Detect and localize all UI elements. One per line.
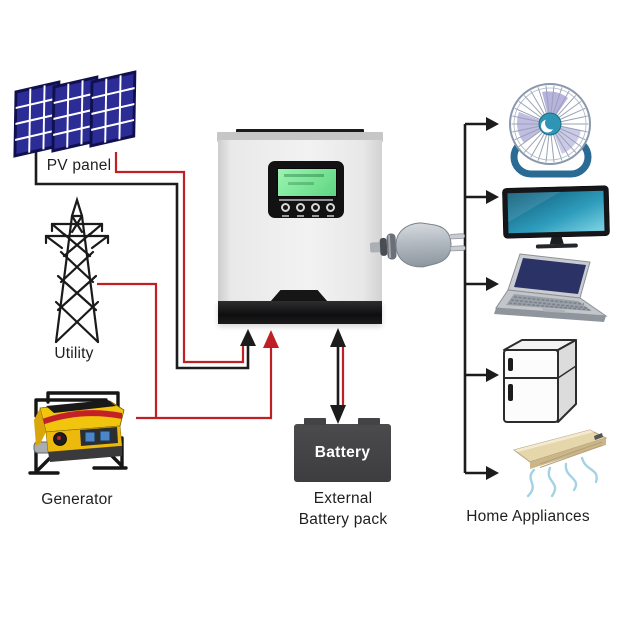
inverter-control-panel [268, 161, 344, 218]
plug-prong [449, 245, 466, 252]
arrowhead-battery-down [330, 405, 346, 424]
wire-appliances-trunk [463, 122, 486, 475]
inverter-button [296, 203, 305, 212]
arrowhead-to-ac [486, 466, 499, 480]
utility-tower-icon [44, 196, 110, 344]
arrowhead-to-fan [486, 117, 499, 131]
air-conditioner-icon [512, 429, 608, 498]
inverter-lcd-screen [277, 168, 337, 197]
laptop-screen [514, 258, 586, 294]
battery: Battery [294, 418, 391, 482]
pv-panel-label: PV panel [46, 157, 112, 174]
fan-icon [509, 83, 592, 178]
arrowhead-to-laptop [486, 277, 499, 291]
fridge-handle [508, 384, 513, 401]
inverter-model-text [279, 199, 333, 201]
arrowhead-to-fridge [486, 368, 499, 382]
inverter-top-vent [236, 129, 364, 134]
arrowhead-battery-up [330, 328, 346, 347]
laptop-icon [494, 253, 608, 322]
home-appliances-label: Home Appliances [466, 508, 590, 525]
fridge-handle [508, 358, 513, 371]
ac-display [594, 433, 603, 440]
generator-outlet [99, 430, 111, 442]
inverter-bottom-band [218, 301, 382, 324]
tv-screen [507, 190, 605, 234]
generator-stripe [42, 410, 122, 425]
generator-outlet [84, 431, 96, 443]
inverter-top-cap [217, 132, 383, 142]
battery-label: Battery [314, 444, 371, 461]
wire-pv-black [34, 146, 250, 370]
inverter-button [281, 203, 290, 212]
inverter-button [326, 203, 335, 212]
pv-panel-icon [13, 70, 137, 158]
generator-icon [28, 391, 128, 475]
battery-terminal [304, 418, 326, 425]
arrowhead-to-tv [486, 190, 499, 204]
tv-icon [502, 185, 610, 249]
ac-airflow [526, 456, 598, 498]
battery-terminal [358, 418, 380, 425]
refrigerator-icon [503, 339, 577, 423]
tv-stand [535, 243, 578, 249]
laptop-touchpad [542, 308, 568, 314]
arrowhead-pv-to-inverter [240, 329, 256, 346]
wire-utility-generator-red [97, 282, 273, 420]
power-plug-icon [369, 222, 466, 268]
arrowhead-generator-to-inverter [263, 330, 279, 348]
wire-pv-red [114, 152, 245, 364]
inverter-handle-notch [270, 290, 328, 302]
utility-label: Utility [54, 345, 94, 362]
plug-prong [449, 233, 465, 240]
battery-caption: External Battery pack [298, 490, 388, 528]
inverter-button [311, 203, 320, 212]
generator-label: Generator [41, 491, 113, 508]
